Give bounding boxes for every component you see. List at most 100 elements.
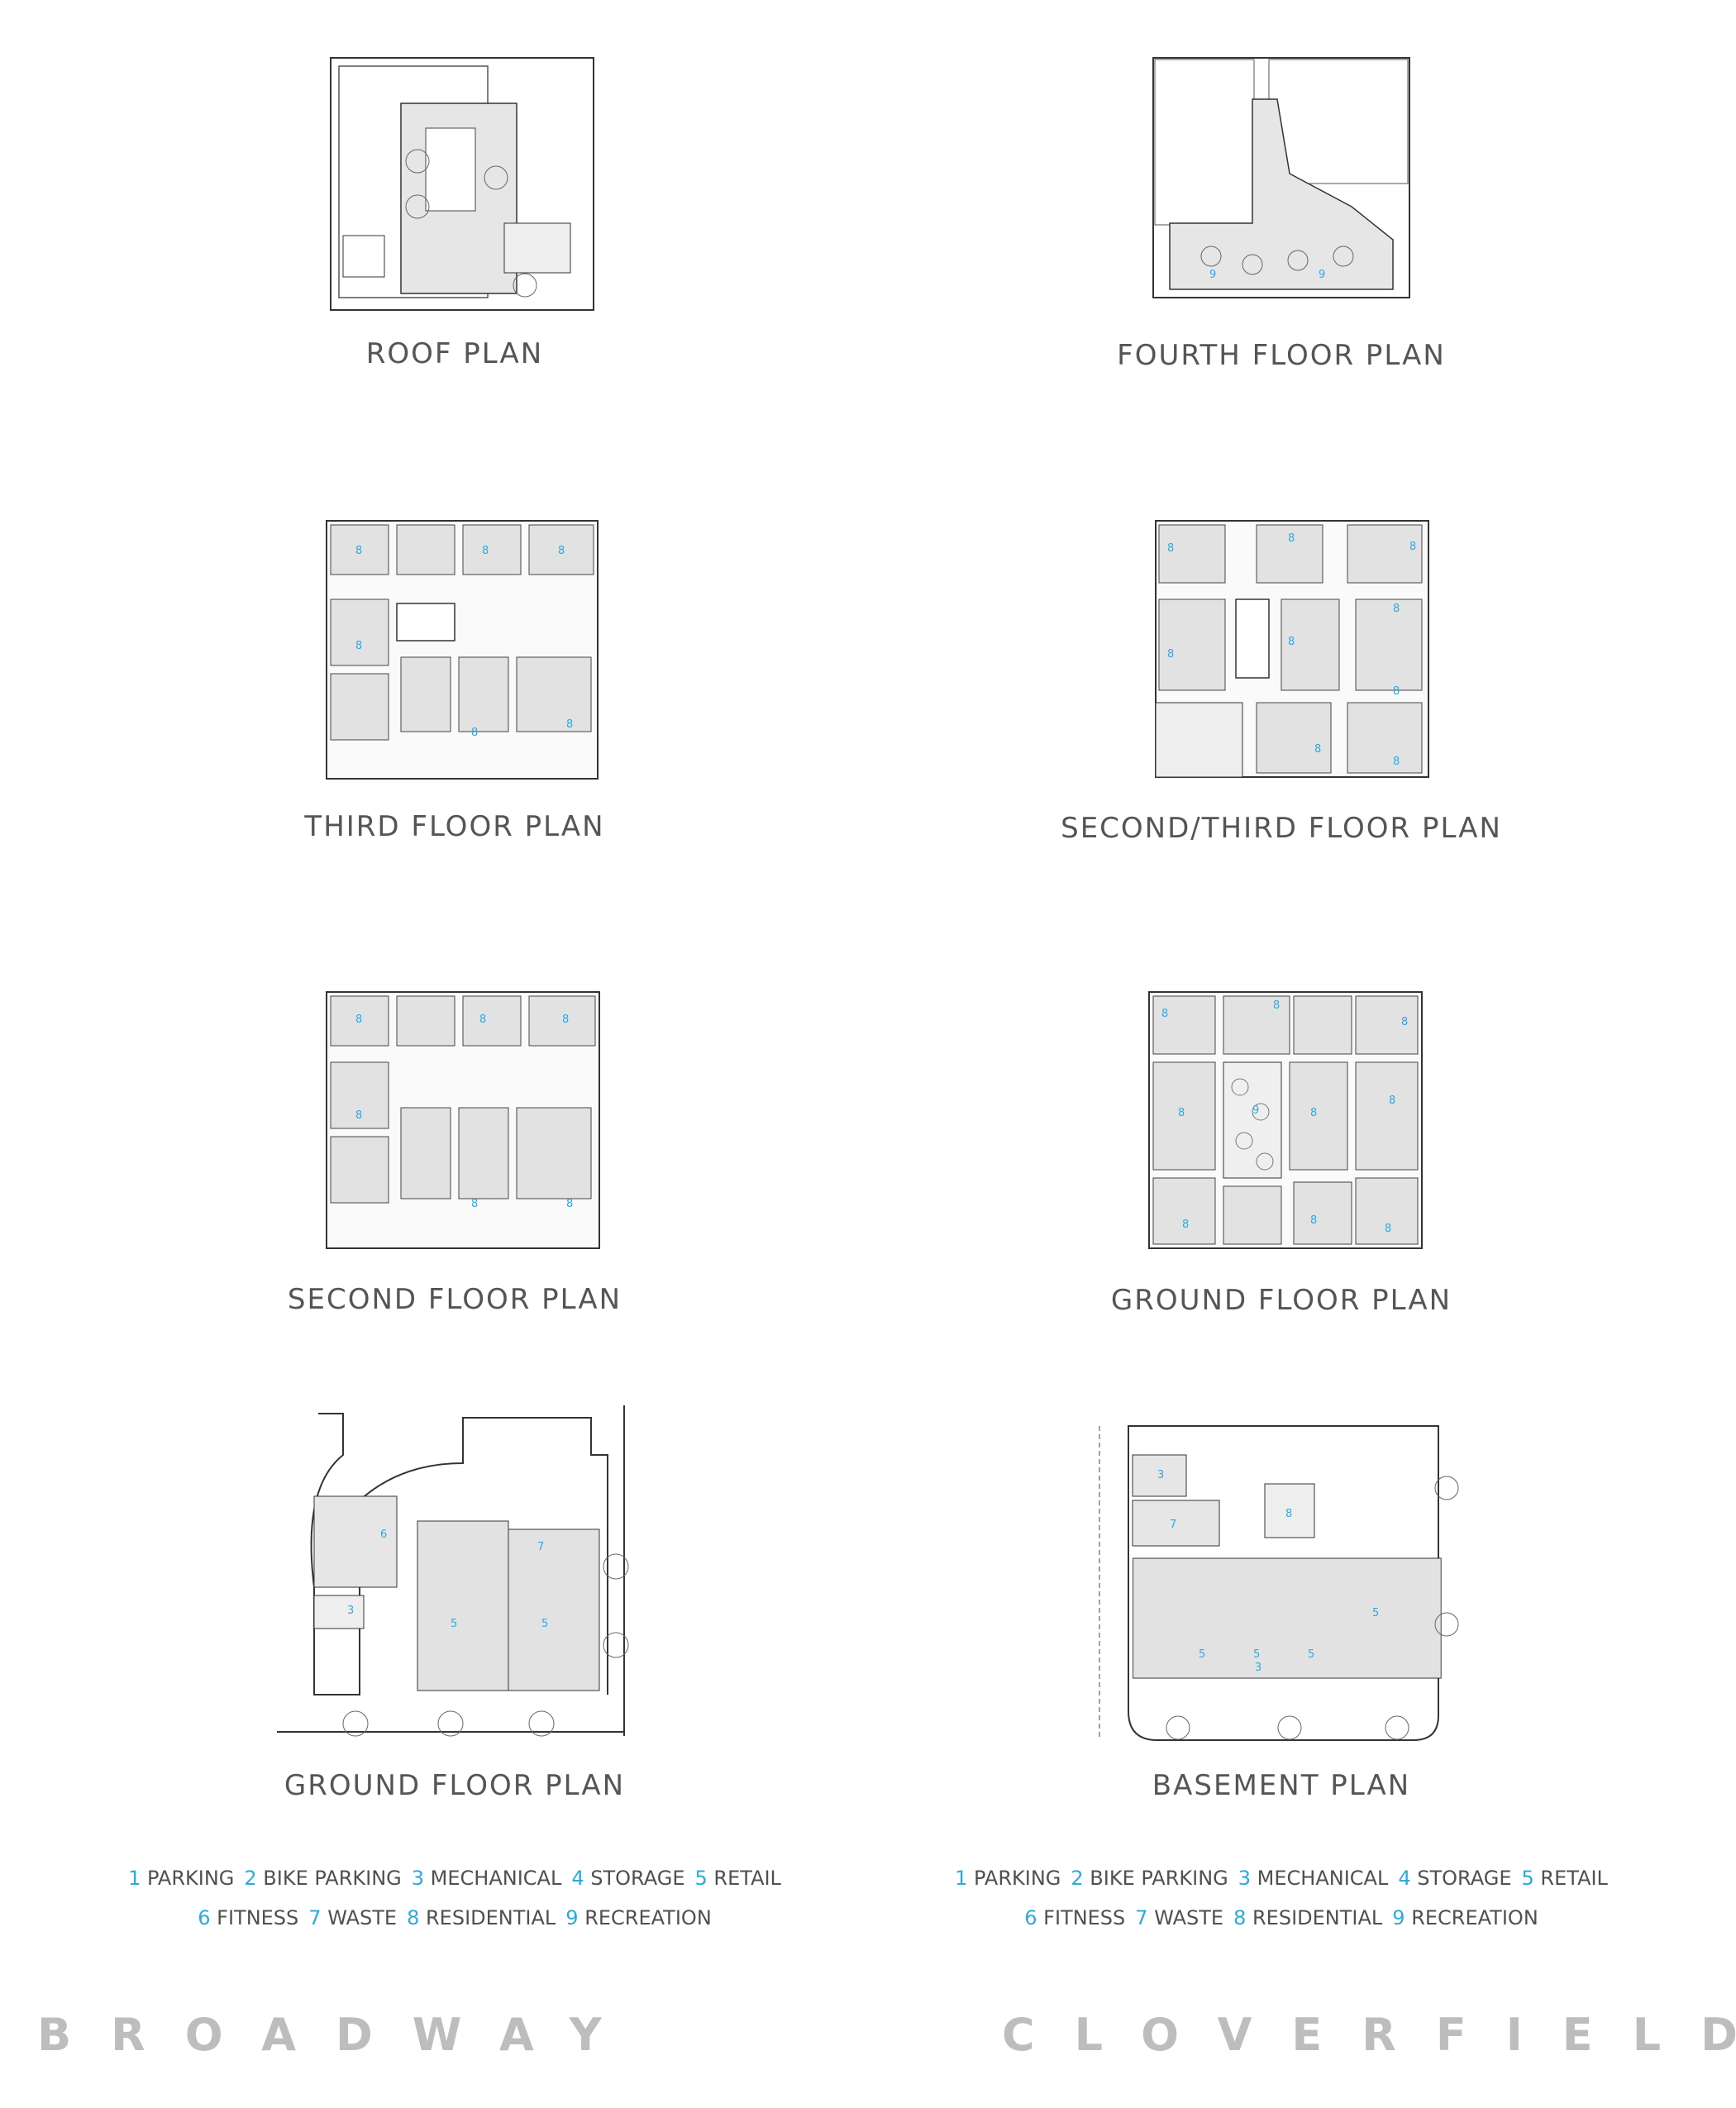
legend-item: 5 RETAIL: [1522, 1867, 1608, 1890]
svg-text:8: 8: [1178, 1107, 1185, 1119]
svg-text:8: 8: [1167, 648, 1174, 661]
second-floor-plan-drawing: 8 8 8 8 8 8: [318, 971, 608, 1257]
svg-text:8: 8: [355, 545, 362, 557]
svg-text:8: 8: [562, 1013, 569, 1026]
third-floor-plan-caption: THIRD FLOOR PLAN: [304, 810, 605, 843]
legend-item: 2 BIKE PARKING: [244, 1867, 401, 1890]
svg-text:8: 8: [1389, 1095, 1395, 1107]
legend-item-label: RESIDENTIAL: [1246, 1906, 1383, 1929]
legend-item-number: 1: [955, 1867, 968, 1890]
legend-item-label: WASTE: [321, 1906, 398, 1929]
svg-text:6: 6: [380, 1529, 387, 1541]
legend-item-number: 5: [1521, 1867, 1534, 1890]
legend-line: 1 PARKING 2 BIKE PARKING 3 MECHANICAL 4 STO…: [83, 1858, 827, 1898]
legend-item-number: 5: [694, 1867, 708, 1890]
svg-text:8: 8: [1314, 743, 1321, 756]
fourth-floor-plan-caption: FOURTH FLOOR PLAN: [1117, 339, 1446, 372]
svg-text:3: 3: [1157, 1469, 1164, 1481]
roof-plan-caption: ROOF PLAN: [365, 337, 544, 370]
svg-text:8: 8: [471, 727, 478, 739]
legend-item-number: 6: [1024, 1906, 1037, 1929]
svg-text:3: 3: [347, 1605, 354, 1617]
svg-text:5: 5: [1372, 1607, 1379, 1619]
legend-item: 7 WASTE: [1135, 1906, 1223, 1929]
legend-item-number: 2: [244, 1867, 257, 1890]
legend-item: 3 MECHANICAL: [1238, 1867, 1389, 1890]
svg-text:8: 8: [1285, 1508, 1292, 1520]
svg-text:5: 5: [1253, 1648, 1260, 1661]
legend-line: 6 FITNESS 7 WASTE 8 RESIDENTIAL 9 RECREATIO…: [909, 1898, 1653, 1938]
legend-item-number: 8: [1233, 1906, 1247, 1929]
legend-item-number: 3: [411, 1867, 425, 1890]
svg-text:8: 8: [1288, 636, 1295, 648]
legend-item-number: 9: [1392, 1906, 1405, 1929]
legend-item-number: 6: [198, 1906, 211, 1929]
legend-item: 7 WASTE: [308, 1906, 397, 1929]
legend-item: 1 PARKING: [128, 1867, 234, 1890]
svg-text:8: 8: [566, 718, 573, 731]
basement-plan-caption: BASEMENT PLAN: [1152, 1769, 1411, 1802]
legend-item-label: BIKE PARKING: [256, 1867, 402, 1890]
third-floor-plan-drawing: 8 8 8 8 8 8: [318, 517, 603, 785]
svg-text:8: 8: [471, 1198, 478, 1210]
legend-item-label: FITNESS: [1037, 1906, 1126, 1929]
svg-text:9: 9: [1319, 269, 1325, 281]
roof-plan-drawing: [327, 54, 599, 318]
svg-text:3: 3: [1255, 1662, 1261, 1674]
legend-item-label: RETAIL: [1533, 1867, 1608, 1890]
legend-item-label: STORAGE: [1410, 1867, 1512, 1890]
legend-item: 8 RESIDENTIAL: [1233, 1906, 1382, 1929]
basement-plan-drawing: 3 7 8 5 5 3 5 5: [1091, 1418, 1463, 1748]
svg-text:5: 5: [451, 1618, 457, 1630]
legend-item-label: WASTE: [1147, 1906, 1224, 1929]
legend-item-label: RECREATION: [1405, 1906, 1538, 1929]
legend-item-label: PARKING: [141, 1867, 235, 1890]
ground-floor-plan-right-caption: GROUND FLOOR PLAN: [1110, 1284, 1452, 1317]
ground-floor-plan-right-drawing: 8 8 8 8 8 8 9 8 8 8: [1145, 988, 1426, 1252]
legend-item-label: BIKE PARKING: [1083, 1867, 1228, 1890]
svg-text:8: 8: [1310, 1107, 1317, 1119]
svg-text:8: 8: [1409, 541, 1416, 553]
svg-text:8: 8: [355, 1013, 362, 1026]
svg-text:8: 8: [1161, 1008, 1168, 1020]
ground-floor-plan-left-caption: GROUND FLOOR PLAN: [284, 1769, 626, 1802]
legend-line: 6 FITNESS 7 WASTE 8 RESIDENTIAL 9 RECREATIO…: [83, 1898, 827, 1938]
second-third-floor-plan-drawing: 8 8 8 8 8 8 8 8 8: [1149, 517, 1434, 781]
svg-text:8: 8: [1393, 603, 1400, 615]
legend-item: 4 STORAGE: [571, 1867, 684, 1890]
ground-floor-plan-left-drawing: 6 3 5 5 7: [277, 1405, 641, 1744]
legend-left: 1 PARKING 2 BIKE PARKING 3 MECHANICAL 4 STO…: [83, 1858, 827, 1938]
street-label-broadway: BROADWAY: [37, 2009, 641, 2061]
legend-item: 6 FITNESS: [198, 1906, 298, 1929]
street-label-cloverfield: CLOVERFIELD: [1002, 2009, 1736, 2061]
legend-item: 3 MECHANICAL: [412, 1867, 562, 1890]
svg-text:8: 8: [1393, 756, 1400, 768]
legend-item-number: 4: [1398, 1867, 1411, 1890]
legend-item-number: 3: [1238, 1867, 1252, 1890]
svg-text:8: 8: [1273, 999, 1280, 1012]
svg-text:8: 8: [1385, 1223, 1391, 1235]
legend-item-label: RESIDENTIAL: [419, 1906, 556, 1929]
svg-text:5: 5: [1199, 1648, 1205, 1661]
legend-item-label: RETAIL: [707, 1867, 781, 1890]
svg-text:7: 7: [537, 1541, 544, 1553]
svg-text:8: 8: [1288, 532, 1295, 545]
legend-item: 6 FITNESS: [1024, 1906, 1125, 1929]
legend-item-label: PARKING: [967, 1867, 1061, 1890]
svg-text:5: 5: [541, 1618, 548, 1630]
svg-text:8: 8: [566, 1198, 573, 1210]
svg-text:8: 8: [1310, 1214, 1317, 1227]
svg-text:5: 5: [1308, 1648, 1314, 1661]
legend-item-label: STORAGE: [584, 1867, 685, 1890]
svg-text:7: 7: [1170, 1519, 1176, 1531]
legend-item-label: MECHANICAL: [1251, 1867, 1389, 1890]
svg-text:8: 8: [1401, 1016, 1408, 1028]
svg-text:8: 8: [355, 1109, 362, 1122]
legend-item: 9 RECREATION: [565, 1906, 711, 1929]
legend-item-number: 1: [128, 1867, 141, 1890]
legend-item: 8 RESIDENTIAL: [407, 1906, 556, 1929]
legend-item-label: MECHANICAL: [424, 1867, 562, 1890]
legend-item-number: 7: [308, 1906, 322, 1929]
